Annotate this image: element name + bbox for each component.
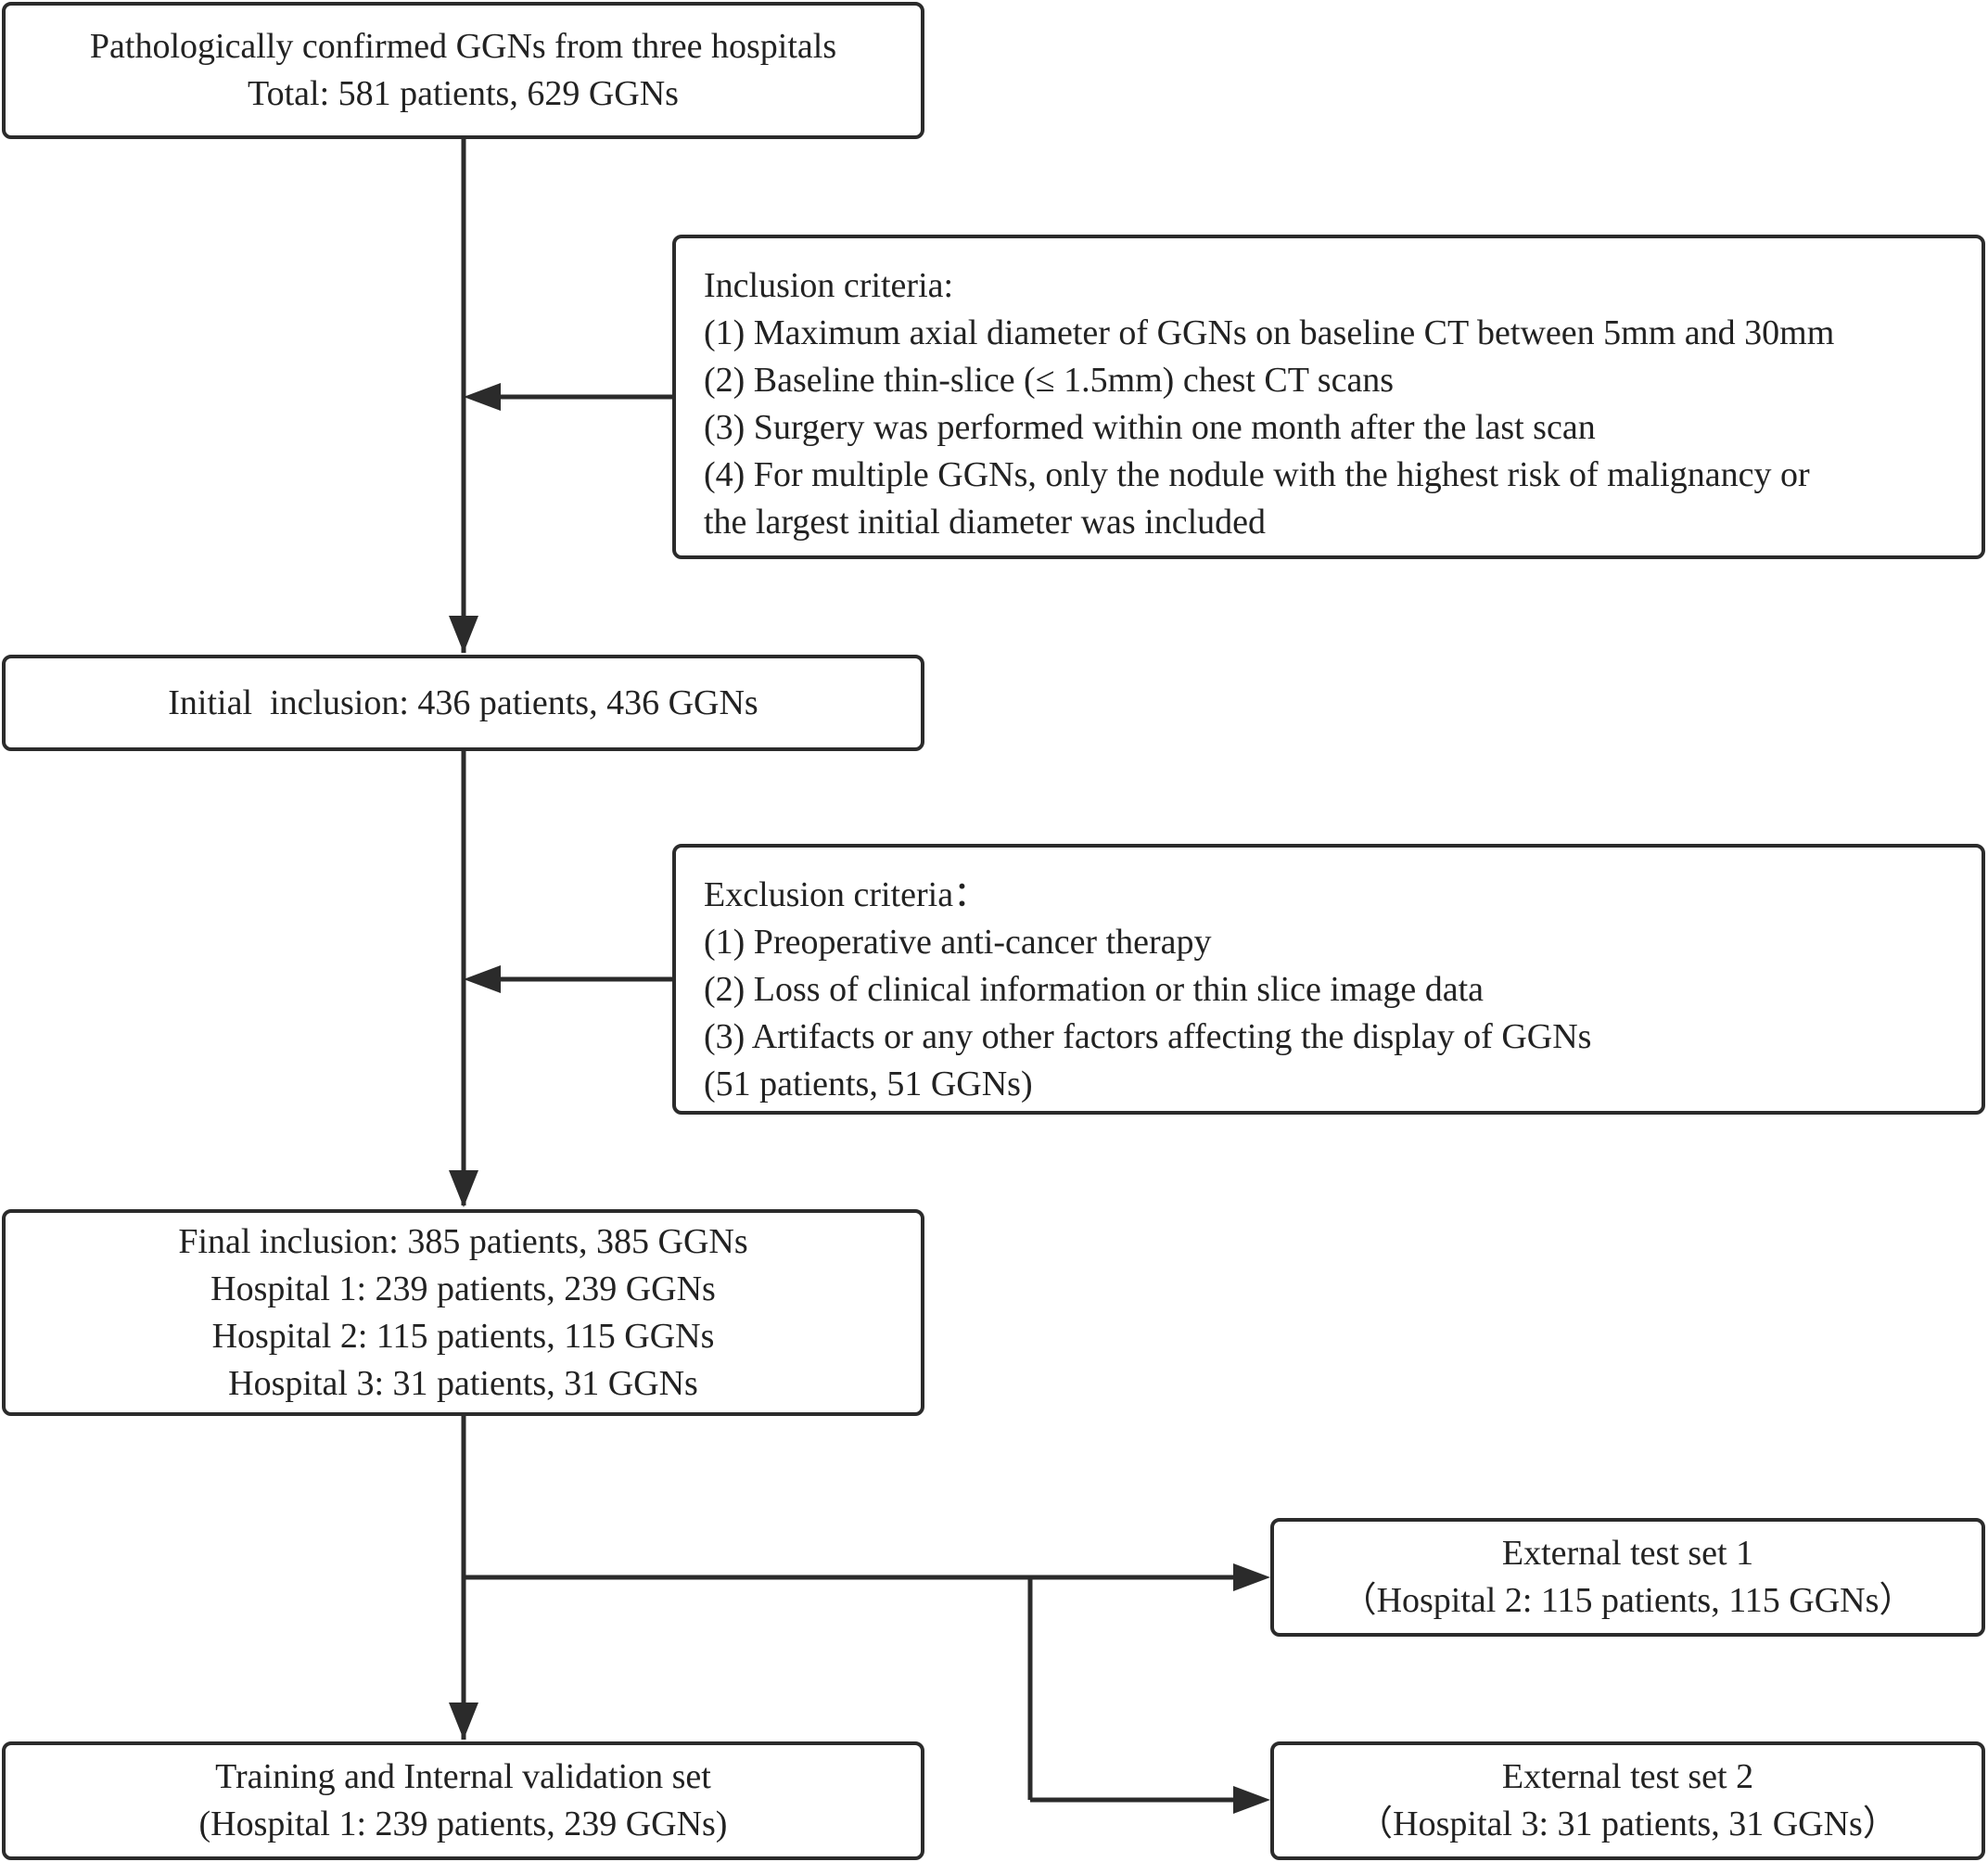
training-line-1: Training and Internal validation set [215, 1757, 711, 1796]
arrow-to-ext1 [1233, 1563, 1270, 1591]
box-exclusion-criteria: Exclusion criteria： (1) Preoperative ant… [672, 844, 1985, 1115]
total-line-2: Total: 581 patients, 629 GGNs [248, 74, 679, 113]
box-external-test-set-1: External test set 1 （Hospital 2: 115 pat… [1270, 1518, 1985, 1637]
ext2-line-1: External test set 2 [1501, 1757, 1754, 1796]
exclusion-line-2: (2) Loss of clinical information or thin… [704, 970, 1485, 1009]
inclusion-line-4: (4) For multiple GGNs, only the nodule w… [704, 455, 1810, 494]
training-line-2: (Hospital 1: 239 patients, 239 GGNs) [198, 1805, 728, 1843]
ext1-line-1: External test set 1 [1501, 1534, 1754, 1573]
final-line-2: Hospital 1: 239 patients, 239 GGNs [210, 1269, 716, 1308]
box-training-internal-validation: Training and Internal validation set (Ho… [2, 1741, 924, 1860]
exclusion-title: Exclusion criteria： [704, 875, 989, 914]
exclusion-line-3: (3) Artifacts or any other factors affec… [704, 1017, 1592, 1056]
arrow-from-exclusion [464, 965, 501, 993]
final-line-4: Hospital 3: 31 patients, 31 GGNs [228, 1363, 698, 1403]
arrow-to-initial [449, 616, 478, 653]
arrow-from-inclusion [464, 383, 501, 411]
final-line-1: Final inclusion: 385 patients, 385 GGNs [178, 1221, 748, 1261]
inclusion-line-5: the largest initial diameter was include… [704, 503, 1267, 542]
total-line-1: Pathologically confirmed GGNs from three… [89, 27, 837, 66]
exclusion-line-4: (51 patients, 51 GGNs) [704, 1065, 1033, 1103]
inclusion-line-2: (2) Baseline thin-slice (≤ 1.5mm) chest … [704, 361, 1395, 400]
arrow-to-ext2 [1233, 1786, 1270, 1814]
inclusion-line-1: (1) Maximum axial diameter of GGNs on ba… [704, 313, 1835, 352]
inclusion-title: Inclusion criteria: [704, 266, 954, 305]
ext2-line-2: （Hospital 3: 31 patients, 31 GGNs） [1357, 1805, 1898, 1843]
box-initial-inclusion: Initial inclusion: 436 patients, 436 GGN… [2, 655, 924, 751]
inclusion-line-3: (3) Surgery was performed within one mon… [704, 408, 1596, 447]
box-final-inclusion: Final inclusion: 385 patients, 385 GGNs … [2, 1209, 924, 1416]
arrow-to-final [449, 1170, 478, 1207]
ext1-line-2: （Hospital 2: 115 patients, 115 GGNs） [1341, 1581, 1915, 1620]
arrow-to-training [449, 1703, 478, 1740]
exclusion-line-1: (1) Preoperative anti-cancer therapy [704, 923, 1212, 962]
initial-line-1: Initial inclusion: 436 patients, 436 GGN… [168, 682, 758, 722]
final-line-3: Hospital 2: 115 patients, 115 GGNs [211, 1316, 715, 1356]
box-total-ggns: Pathologically confirmed GGNs from three… [2, 2, 924, 139]
box-inclusion-criteria: Inclusion criteria: (1) Maximum axial di… [672, 235, 1985, 559]
box-external-test-set-2: External test set 2 （Hospital 3: 31 pati… [1270, 1741, 1985, 1860]
